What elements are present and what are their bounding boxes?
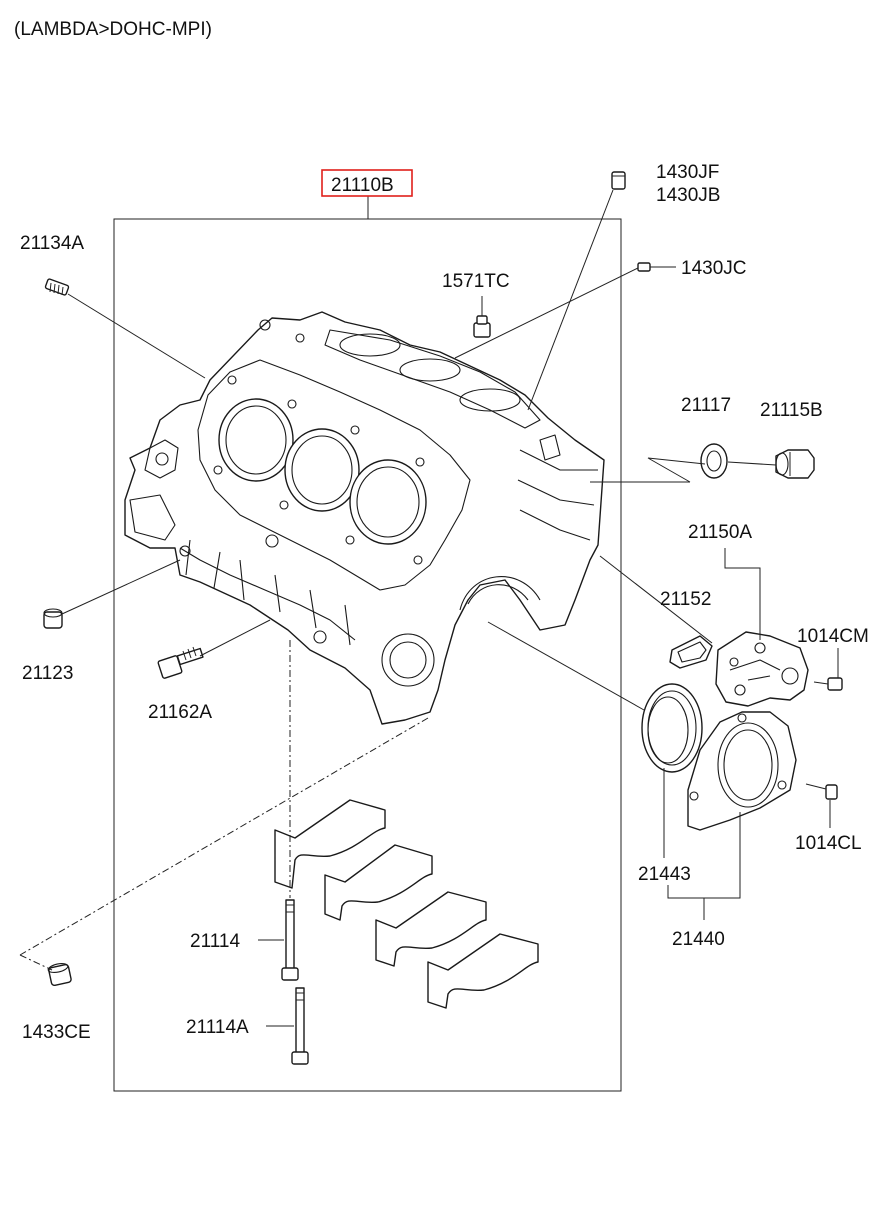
engine-type-header: (LAMBDA>DOHC-MPI): [14, 19, 212, 40]
cover-assy-21150a: [715, 631, 809, 707]
bolt-21114: [281, 899, 299, 981]
part-label-21123[interactable]: 21123: [22, 663, 73, 684]
main-part-highlight-box: [321, 169, 413, 197]
cylinder-block: [124, 311, 605, 725]
part-label-1014cm[interactable]: 1014CM: [797, 626, 869, 647]
part-label-21117[interactable]: 21117: [681, 395, 731, 416]
part-label-1571tc[interactable]: 1571TC: [442, 271, 510, 292]
part-label-21134a[interactable]: 21134A: [20, 233, 84, 254]
leader-lines: [19, 189, 839, 1027]
stud-21134a: [44, 278, 70, 296]
part-label-1430jf[interactable]: 1430JF: [656, 162, 719, 183]
bore-1: [218, 398, 294, 482]
plug-21115b: [775, 449, 815, 479]
part-label-21162a[interactable]: 21162A: [148, 702, 212, 723]
seal-case-21440: [687, 711, 797, 831]
gasket-21152: [669, 635, 713, 669]
part-label-1014cl[interactable]: 1014CL: [795, 833, 862, 854]
part-label-1430jc[interactable]: 1430JC: [681, 258, 747, 279]
bolt-21114a: [291, 987, 309, 1065]
bolt-1014cl: [805, 783, 838, 800]
bore-2: [284, 428, 360, 512]
dowel-1433ce: [47, 963, 72, 987]
bolt-21162a: [157, 646, 204, 679]
plug-21123: [43, 608, 63, 629]
part-label-21150a[interactable]: 21150A: [688, 522, 752, 543]
part-label-21110b[interactable]: 21110B: [331, 175, 394, 196]
bore-3: [349, 459, 427, 545]
part-label-1433ce[interactable]: 1433CE: [22, 1022, 91, 1043]
part-label-1430jb[interactable]: 1430JB: [656, 185, 720, 206]
plug-1571tc: [473, 315, 491, 338]
part-label-21114a[interactable]: 21114A: [186, 1017, 249, 1038]
part-label-21443[interactable]: 21443: [638, 864, 691, 885]
bolt-1014cm: [813, 677, 843, 691]
oil-seal-21443: [641, 683, 703, 773]
part-label-21440[interactable]: 21440: [672, 929, 725, 950]
plug-1430jf-jb: [611, 171, 626, 190]
part-label-21115b[interactable]: 21115B: [760, 400, 823, 421]
washer-21117: [700, 443, 728, 479]
part-label-21114[interactable]: 21114: [190, 931, 240, 952]
plug-1430jc: [637, 262, 676, 272]
part-label-21152[interactable]: 21152: [660, 589, 711, 610]
main-bearing-caps: [274, 799, 539, 1009]
